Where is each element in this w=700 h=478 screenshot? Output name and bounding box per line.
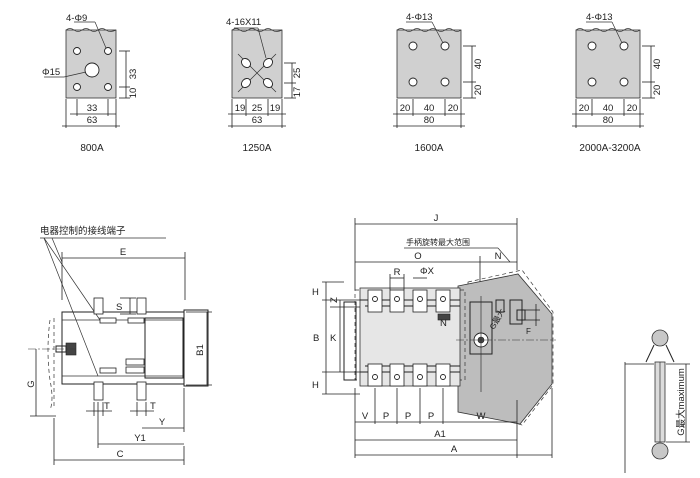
pattern-1250a-holes: 4-16X11 bbox=[226, 17, 261, 28]
svg-text:A: A bbox=[451, 444, 458, 455]
pattern-2000-3200a: 4-Φ13 40 20 20 40 20 80 2000A-3200A bbox=[572, 12, 663, 154]
svg-text:80: 80 bbox=[603, 115, 614, 126]
handle-range-label: 手柄旋转最大范围 bbox=[406, 237, 470, 247]
svg-text:19: 19 bbox=[270, 103, 281, 114]
pattern-1600a-plate bbox=[396, 29, 462, 99]
svg-text:P: P bbox=[428, 411, 434, 422]
pattern-800a: 4-Φ9 Φ15 33 10 33 63 800A bbox=[42, 13, 139, 154]
svg-text:20: 20 bbox=[627, 103, 638, 114]
pattern-800a-holes: 4-Φ9 bbox=[66, 13, 87, 24]
pattern-1250a-plate bbox=[231, 29, 283, 99]
switch-body bbox=[61, 311, 185, 385]
pattern-800a-center: Φ15 bbox=[42, 67, 60, 78]
pattern-1600a-holes: 4-Φ13 bbox=[406, 12, 433, 23]
svg-text:N: N bbox=[495, 251, 502, 262]
svg-text:20: 20 bbox=[579, 103, 590, 114]
pattern-1250a: 4-16X11 17 25 19 25 19 63 1250A bbox=[226, 17, 303, 154]
svg-text:R: R bbox=[394, 267, 401, 278]
svg-text:19: 19 bbox=[235, 103, 246, 114]
svg-text:Y1: Y1 bbox=[134, 433, 146, 444]
front-view: J 手柄旋转最大范围 O N bbox=[312, 213, 556, 458]
svg-text:A1: A1 bbox=[434, 429, 446, 440]
svg-text:P: P bbox=[405, 411, 411, 422]
svg-text:J: J bbox=[434, 213, 439, 224]
handle-view: G最大maximum bbox=[624, 329, 690, 473]
side-view: 电器控制的接线端子 E S B1 bbox=[26, 225, 212, 465]
svg-text:O: O bbox=[414, 251, 421, 262]
svg-text:20: 20 bbox=[400, 103, 411, 114]
svg-text:63: 63 bbox=[87, 115, 98, 126]
svg-text:P: P bbox=[383, 411, 389, 422]
svg-text:G: G bbox=[26, 380, 37, 387]
svg-text:F: F bbox=[526, 327, 531, 336]
svg-text:10: 10 bbox=[128, 88, 139, 99]
svg-text:B1: B1 bbox=[195, 344, 206, 356]
svg-text:40: 40 bbox=[424, 103, 435, 114]
svg-text:H: H bbox=[312, 380, 319, 391]
pattern-2000-3200a-caption: 2000A-3200A bbox=[579, 143, 640, 154]
svg-text:W: W bbox=[477, 411, 486, 422]
svg-text:40: 40 bbox=[652, 59, 663, 70]
pattern-2000-3200a-holes: 4-Φ13 bbox=[586, 12, 613, 23]
svg-text:ΦX: ΦX bbox=[420, 266, 435, 277]
svg-text:25: 25 bbox=[292, 68, 303, 79]
svg-text:V: V bbox=[362, 411, 369, 422]
svg-text:C: C bbox=[117, 449, 124, 460]
svg-text:H: H bbox=[312, 287, 319, 298]
pattern-800a-caption: 800A bbox=[80, 143, 104, 154]
svg-text:Z: Z bbox=[329, 297, 340, 303]
svg-text:B: B bbox=[313, 333, 319, 344]
pattern-1250a-caption: 1250A bbox=[243, 143, 272, 154]
svg-text:S: S bbox=[116, 302, 122, 313]
svg-text:17: 17 bbox=[292, 87, 303, 98]
svg-text:33: 33 bbox=[128, 69, 139, 80]
pattern-1600a-caption: 1600A bbox=[415, 143, 444, 154]
svg-text:Y: Y bbox=[159, 417, 166, 428]
svg-text:K: K bbox=[330, 333, 337, 344]
svg-text:40: 40 bbox=[473, 59, 484, 70]
svg-text:80: 80 bbox=[424, 115, 435, 126]
pattern-2000-3200a-plate bbox=[575, 29, 641, 99]
svg-text:33: 33 bbox=[87, 103, 98, 114]
svg-text:20: 20 bbox=[652, 85, 663, 96]
svg-text:25: 25 bbox=[252, 103, 263, 114]
svg-text:40: 40 bbox=[603, 103, 614, 114]
svg-text:20: 20 bbox=[448, 103, 459, 114]
terminal-label: 电器控制的接线端子 bbox=[40, 225, 126, 237]
svg-text:63: 63 bbox=[252, 115, 263, 126]
svg-text:E: E bbox=[120, 247, 126, 258]
svg-text:T: T bbox=[104, 401, 110, 412]
svg-text:20: 20 bbox=[473, 85, 484, 96]
svg-text:T: T bbox=[150, 401, 156, 412]
pattern-1600a: 4-Φ13 40 20 20 40 20 80 1600A bbox=[393, 12, 484, 154]
svg-text:N: N bbox=[440, 318, 447, 329]
handle-gmax-label: G最大maximum bbox=[675, 368, 687, 436]
